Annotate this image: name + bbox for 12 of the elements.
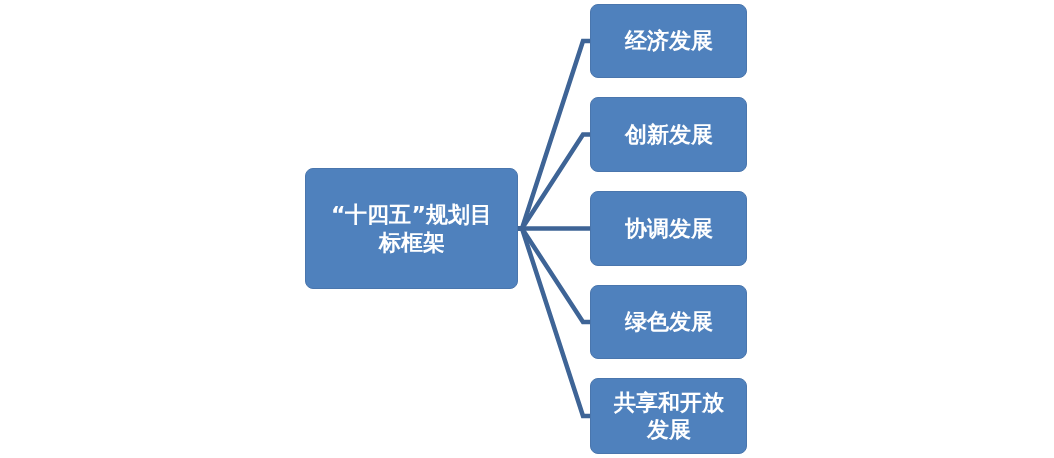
topic-box <box>590 4 747 78</box>
node-label: 共享和开放发展 <box>612 388 725 444</box>
topic-box <box>590 378 747 454</box>
node-label: “十四五”规划目标框架 <box>330 201 493 256</box>
topic-box <box>590 285 747 359</box>
node-label: 创新发展 <box>624 120 713 149</box>
node-label: 经济发展 <box>624 27 713 55</box>
topic-box <box>590 97 747 172</box>
node-label: 绿色发展 <box>624 308 713 336</box>
node-label: 协调发展 <box>624 214 713 243</box>
root-box <box>305 168 518 289</box>
topic-box <box>590 191 747 266</box>
